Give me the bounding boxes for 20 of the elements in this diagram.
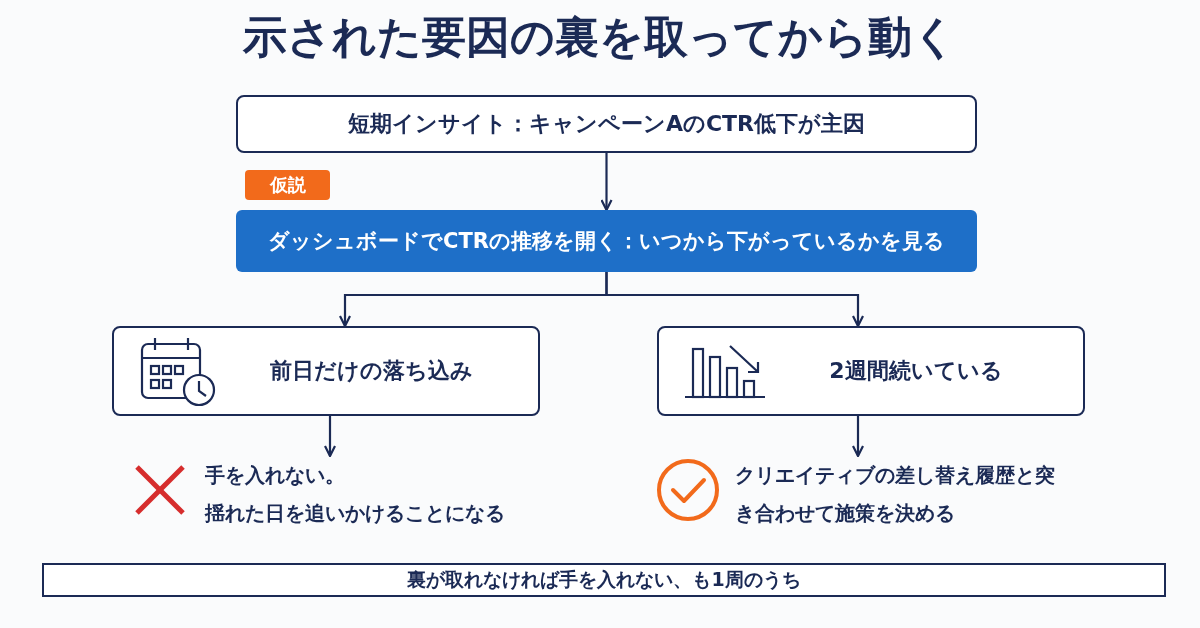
result-text: クリエイティブの差し替え履歴と突き合わせて施策を決める <box>735 462 1056 527</box>
flow-box <box>657 326 1085 416</box>
flow-box <box>112 326 540 416</box>
arrow <box>851 416 865 458</box>
summary-text: 裏が取れなければ手を入れない、も1周のうち <box>407 567 801 592</box>
box-label: ダッシュボードでCTRの推移を開く：いつから下がっているかを見る <box>268 228 945 255</box>
result-text: 手を入れない。 <box>205 462 345 489</box>
flow-box <box>236 95 977 153</box>
arrow <box>605 272 865 328</box>
title: 示された要因の裏を取ってから動く <box>243 10 957 64</box>
arrow <box>323 416 337 458</box>
box-label: 短期インサイト：キャンペーンAのCTR低下が主因 <box>347 110 866 138</box>
summary-band <box>42 563 1166 597</box>
flow-box <box>236 210 977 272</box>
result-text: 揺れた日を追いかけることになる <box>205 500 505 527</box>
box-label: 前日だけの落ち込み <box>269 357 473 385</box>
tag <box>245 170 330 200</box>
box-label: 2週間続いている <box>829 357 1003 385</box>
tag-label: 仮説 <box>269 173 306 197</box>
arrow <box>600 153 613 212</box>
